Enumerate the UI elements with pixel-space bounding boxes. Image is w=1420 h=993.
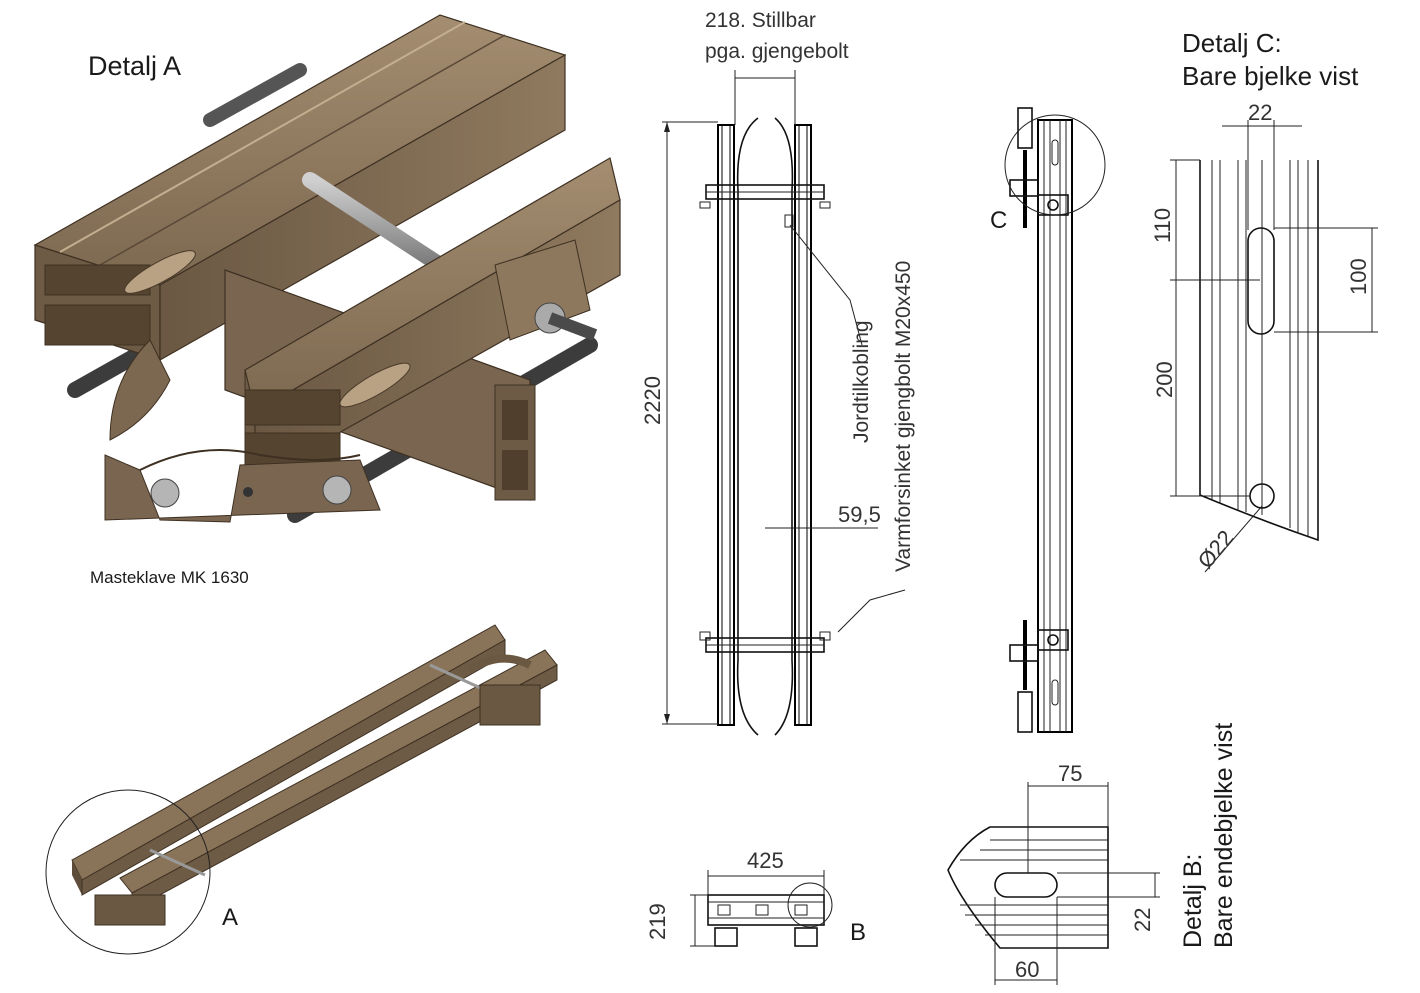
detail-b-view (947, 782, 1160, 985)
detail-b-title: Detalj B: (1179, 854, 1207, 948)
product-name: Masteklave MK 1630 (90, 568, 249, 587)
dim-c-100: 100 (1346, 258, 1371, 295)
top-view (690, 870, 833, 947)
bolt-note: Varmforsinket gjengbolt M20x450 (892, 261, 915, 572)
steel-rod (302, 172, 448, 273)
dim-219: 219 (645, 903, 670, 940)
dim-b-75: 75 (1058, 761, 1082, 786)
dim-2220: 2220 (640, 376, 665, 425)
side-view (1004, 107, 1106, 733)
stillbar-note-line1: 218. Stillbar (705, 9, 816, 32)
pipe-clamp (104, 339, 381, 523)
detail-c-view (1170, 120, 1378, 573)
dim-425: 425 (747, 848, 784, 873)
detail-c-subtitle: Bare bjelke vist (1182, 61, 1359, 91)
dim-b-60: 60 (1015, 957, 1039, 982)
callout-c-label: C (990, 207, 1007, 234)
dim-c-200: 200 (1152, 361, 1177, 398)
detail-a-3d-view (33, 14, 621, 523)
dim-b-22: 22 (1130, 908, 1155, 932)
front-view (662, 70, 906, 736)
dim-c-22: 22 (1248, 100, 1272, 125)
overall-3d-view (45, 624, 558, 955)
detail-c-title: Detalj C: (1182, 28, 1282, 58)
jordtilkobling-note: Jordtilkobling (850, 320, 873, 443)
dim-c-110: 110 (1150, 208, 1175, 243)
detail-c-callout-circle (1004, 114, 1106, 216)
detail-b-callout-circle (787, 882, 833, 928)
detail-a-title: Detalj A (88, 51, 181, 81)
front-beam (244, 157, 621, 482)
detail-b-subtitle: Bare endebjelke vist (1210, 723, 1238, 948)
detail-a-callout-circle (45, 789, 211, 955)
dim-59-5: 59,5 (838, 502, 881, 527)
callout-a-label: A (222, 904, 238, 931)
dim-c-hole: Ø22 (1193, 525, 1239, 573)
stillbar-note-line2: pga. gjengebolt (705, 40, 849, 63)
callout-b-label: B (850, 919, 866, 946)
